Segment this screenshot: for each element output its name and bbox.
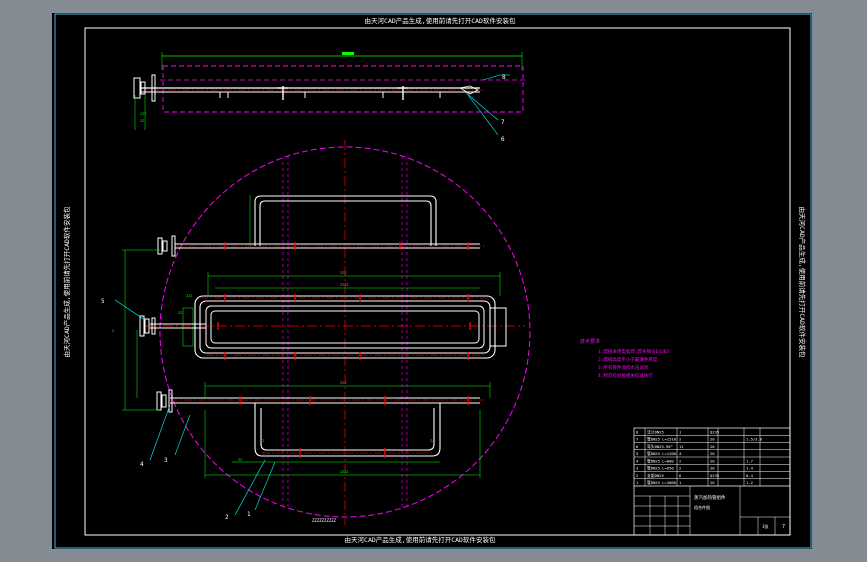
table-cell: 1.7 <box>746 458 753 463</box>
table-cell: 6 <box>679 473 682 478</box>
svg-text:ZZZZ: ZZZZ <box>340 470 348 474</box>
plan-view: ZZZ ZZZZ ZZZ ZZZZ ZZZ ZZ ZZ Z ZZ ZZ ZZZZ… <box>112 140 531 525</box>
table-cell: 弯头DN25-90° <box>647 444 673 449</box>
table-cell: 法兰DN25 <box>647 429 664 434</box>
svg-text:1.焊接采用电弧焊,焊条牌号E4303: 1.焊接采用电弧焊,焊条牌号E4303 <box>598 348 669 355</box>
page-number: 7 <box>782 524 785 530</box>
table-cell: 1 <box>679 429 682 434</box>
table-cell: 2 <box>636 473 638 478</box>
table-cell: 1 <box>679 480 682 485</box>
table-cell: 20 <box>710 466 715 471</box>
svg-text:2.焊缝高度不小于最薄件厚度: 2.焊缝高度不小于最薄件厚度 <box>598 356 658 363</box>
svg-text:ZZ: ZZ <box>430 439 434 443</box>
technical-notes: 技术要求 1.焊接采用电弧焊,焊条牌号E4303 2.焊缝高度不小于最薄件厚度 … <box>580 338 669 379</box>
bottom-dim-note: ZZZZZZZZZZ <box>312 518 337 523</box>
table-cell: 管DN25 L=650 <box>647 466 674 471</box>
table-cell: 1.4 <box>746 466 754 471</box>
table-cell: 20 <box>710 437 715 442</box>
svg-text:ZZ: ZZ <box>238 458 242 462</box>
table-cell: 20 <box>710 451 715 456</box>
table-cell: 4 <box>636 458 639 463</box>
svg-text:ZZ: ZZ <box>178 311 182 315</box>
drawing-name: 蒸汽加热管组件 <box>694 494 726 501</box>
table-cell: 4 <box>679 451 682 456</box>
callout-6: 6 <box>501 136 505 143</box>
table-cell: 管DN25 L=1200 <box>647 451 677 456</box>
drawing-frame <box>52 13 812 549</box>
svg-text:ZZ: ZZ <box>260 439 264 443</box>
left-side-title: 由天河CAD产品生成,使用前请先打开CAD软件安装包 <box>62 206 71 357</box>
table-cell: 20 <box>710 480 715 485</box>
callout-7: 7 <box>501 119 505 126</box>
table-cell: 20 <box>710 444 715 449</box>
table-cell: 管DN25 L=1510 <box>647 437 677 442</box>
drawing-sub-name: 组合件图 <box>694 504 710 510</box>
callout-3: 3 <box>164 457 168 464</box>
bottom-title: 由天河CAD产品生成,使用前请先打开CAD软件安装包 <box>345 535 496 544</box>
inner-border <box>84 27 791 536</box>
top-title: 由天河CAD产品生成,使用前请先打开CAD软件安装包 <box>365 16 516 25</box>
table-cell: 管DN25 L=800 <box>647 458 674 463</box>
svg-text:3.所有管件须作水压试验: 3.所有管件须作水压试验 <box>598 364 649 371</box>
table-cell: Q235 <box>710 473 719 478</box>
table-cell: 8 <box>636 429 639 434</box>
table-cell: 支架DN25 <box>647 473 664 478</box>
table-cell: Q235 <box>710 429 719 434</box>
table-cell: 20 <box>710 458 715 463</box>
table-cell: 3 <box>636 466 638 471</box>
callout-5: 5 <box>101 298 105 305</box>
table-cell: 7 <box>636 437 638 442</box>
table-cell: 2 <box>679 466 681 471</box>
table-cell: 2 <box>679 458 681 463</box>
table-cell: 12 <box>679 444 684 449</box>
callout-4: 4 <box>140 461 144 468</box>
svg-text:Z: Z <box>112 329 114 333</box>
callout-8: 8 <box>502 74 506 81</box>
callout-1: 1 <box>247 511 251 518</box>
table-cell: 6 <box>636 444 639 449</box>
table-cell: 1 <box>636 480 639 485</box>
svg-text:ZZ: ZZ <box>140 119 144 123</box>
svg-text:4.制造检验按相关标准执行: 4.制造检验按相关标准执行 <box>598 372 653 379</box>
table-cell: 1.5/3.0 <box>746 437 763 442</box>
svg-text:ZZZ: ZZZ <box>140 112 146 116</box>
svg-text:ZZZ: ZZZ <box>340 381 346 385</box>
elevation-view: ZZZ ZZ <box>133 52 525 136</box>
outer-border <box>54 13 812 549</box>
vessel-outline-circle <box>159 146 531 518</box>
svg-text:技术要求: 技术要求 <box>580 338 600 345</box>
table-cell: 2 <box>679 437 681 442</box>
sheet-count: 1张 <box>762 523 768 529</box>
svg-text:ZZZ: ZZZ <box>340 271 346 275</box>
callout-2: 2 <box>225 514 229 521</box>
svg-text:ZZZ: ZZZ <box>186 294 192 298</box>
table-cell: 管DN25 L=3000 <box>647 480 677 485</box>
table-cell: 1.2 <box>746 480 753 485</box>
table-cell: 0.4 <box>746 473 754 478</box>
table-cell: 5 <box>636 451 638 456</box>
right-side-title: 由天河CAD产品生成,使用前请先打开CAD软件安装包 <box>798 207 807 358</box>
svg-text:ZZZZ: ZZZZ <box>340 283 348 287</box>
